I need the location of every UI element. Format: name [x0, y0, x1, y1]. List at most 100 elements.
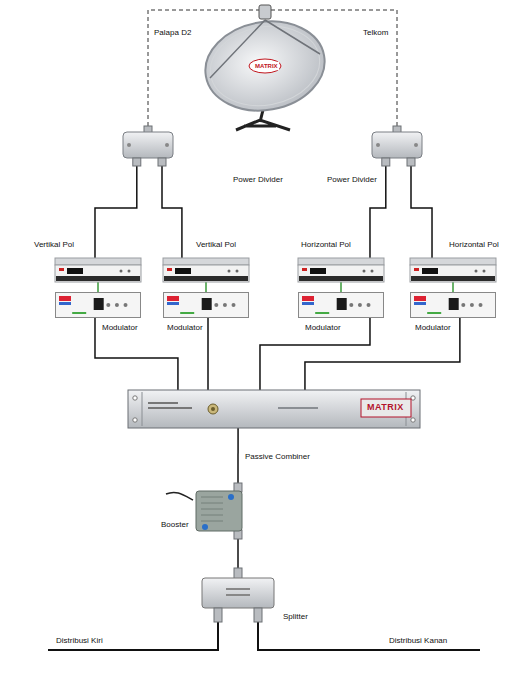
receiver-front	[55, 265, 141, 282]
distribution-line	[258, 622, 480, 650]
modulator-led	[72, 312, 86, 314]
modulator: Modulator	[55, 292, 141, 318]
satellite-receiver-drawing	[298, 258, 384, 282]
receiver-button	[120, 270, 123, 273]
signal-cable	[205, 282, 207, 292]
receiver-band	[299, 276, 383, 281]
modulator-panel	[299, 293, 384, 318]
modulator-knob	[214, 303, 218, 307]
receiver-button	[475, 270, 478, 273]
booster-fin	[201, 515, 223, 516]
divider-body	[372, 132, 422, 158]
rack-ear	[142, 392, 143, 426]
modulator-badge	[167, 302, 179, 305]
device-label: Splitter	[282, 612, 309, 622]
receiver-button	[128, 270, 131, 273]
modulator-display	[202, 298, 212, 310]
booster-fin	[201, 509, 223, 510]
port	[254, 608, 262, 622]
splitter: Splitter	[198, 568, 278, 622]
signal-cable	[260, 318, 370, 390]
power-divider: Power Divider	[120, 126, 176, 166]
port	[407, 158, 415, 166]
modulator-led	[427, 312, 441, 314]
power-divider: Power Divider	[369, 126, 425, 166]
modulator-badge	[59, 296, 71, 301]
modulator-panel	[56, 293, 141, 318]
satellite-name: Palapa D2	[153, 28, 192, 38]
receiver-top	[55, 258, 141, 265]
rack-hole	[133, 396, 137, 400]
satellite-receiver-drawing	[163, 258, 249, 282]
booster-body	[196, 491, 242, 531]
receiver-top	[163, 258, 249, 265]
receiver-top	[298, 258, 384, 265]
device-label: Modulator	[166, 323, 204, 333]
device-label: Power Divider	[232, 175, 284, 185]
satellite-name: Telkom	[362, 28, 389, 38]
signal-cable	[95, 166, 137, 258]
port	[133, 158, 141, 166]
modulator-badge	[302, 296, 314, 301]
f-connector-pin	[211, 407, 215, 411]
brand-label: MATRIX	[366, 402, 405, 413]
receiver-button	[363, 270, 366, 273]
fine-print	[148, 407, 192, 409]
feed-arm	[210, 20, 320, 78]
receiver-top	[410, 258, 496, 265]
fine-print	[226, 588, 250, 590]
signal-cable	[340, 282, 342, 292]
booster-fin	[201, 521, 223, 522]
rack-hole	[133, 418, 137, 422]
signal-cable	[97, 282, 99, 292]
polarity-label: Horizontal Pol	[448, 240, 500, 250]
modulator-display	[94, 298, 104, 310]
receiver-band	[56, 276, 140, 281]
polarity-label: Vertikal Pol	[33, 240, 75, 250]
modulator-badge	[302, 302, 314, 305]
signal-cable	[162, 166, 182, 258]
receiver-display	[67, 268, 83, 274]
signal-cable	[207, 318, 209, 390]
receiver-front	[163, 265, 249, 282]
dish-reflector	[198, 12, 331, 120]
booster-cap	[228, 494, 234, 500]
modulator: Modulator	[163, 292, 249, 318]
modulator-knob	[479, 303, 483, 307]
signal-cable	[411, 166, 432, 258]
receiver-display	[310, 268, 326, 274]
modulator-badge	[414, 302, 426, 305]
modulator: Modulator	[298, 292, 384, 318]
modulator-knob	[367, 303, 371, 307]
modulator-knob	[470, 303, 474, 307]
polarity-label: Vertikal Pol	[195, 240, 237, 250]
satellite-receiver: Vertikal Pol	[163, 258, 249, 282]
dish-brand: MATRIX	[254, 62, 279, 70]
modulator-knob	[106, 303, 110, 307]
fine-print	[226, 594, 250, 596]
modulator-knob	[461, 303, 465, 307]
satellite-receiver-drawing	[55, 258, 141, 282]
receiver-front	[298, 265, 384, 282]
modulator-knob	[358, 303, 362, 307]
modulator-drawing	[55, 292, 141, 318]
booster-fin	[201, 497, 223, 498]
modulator-knob	[223, 303, 227, 307]
receiver-logo	[414, 268, 419, 271]
modulator-led	[180, 312, 194, 314]
splitter-body	[202, 578, 274, 608]
dish-logo	[249, 59, 281, 73]
distribution-label: Distribusi Kanan	[388, 636, 448, 646]
distribution-label: Distribusi Kiri	[55, 636, 104, 646]
modulator-knob	[124, 303, 128, 307]
signal-cable	[237, 539, 239, 568]
device-label: Modulator	[304, 323, 342, 333]
port	[158, 158, 166, 166]
satellite-receiver-drawing	[410, 258, 496, 282]
screw	[127, 143, 131, 147]
distribution-line	[48, 622, 218, 650]
modulator-panel	[411, 293, 496, 318]
booster-fin	[201, 503, 223, 504]
receiver-logo	[167, 268, 172, 271]
booster-antenna-cable	[166, 492, 193, 500]
